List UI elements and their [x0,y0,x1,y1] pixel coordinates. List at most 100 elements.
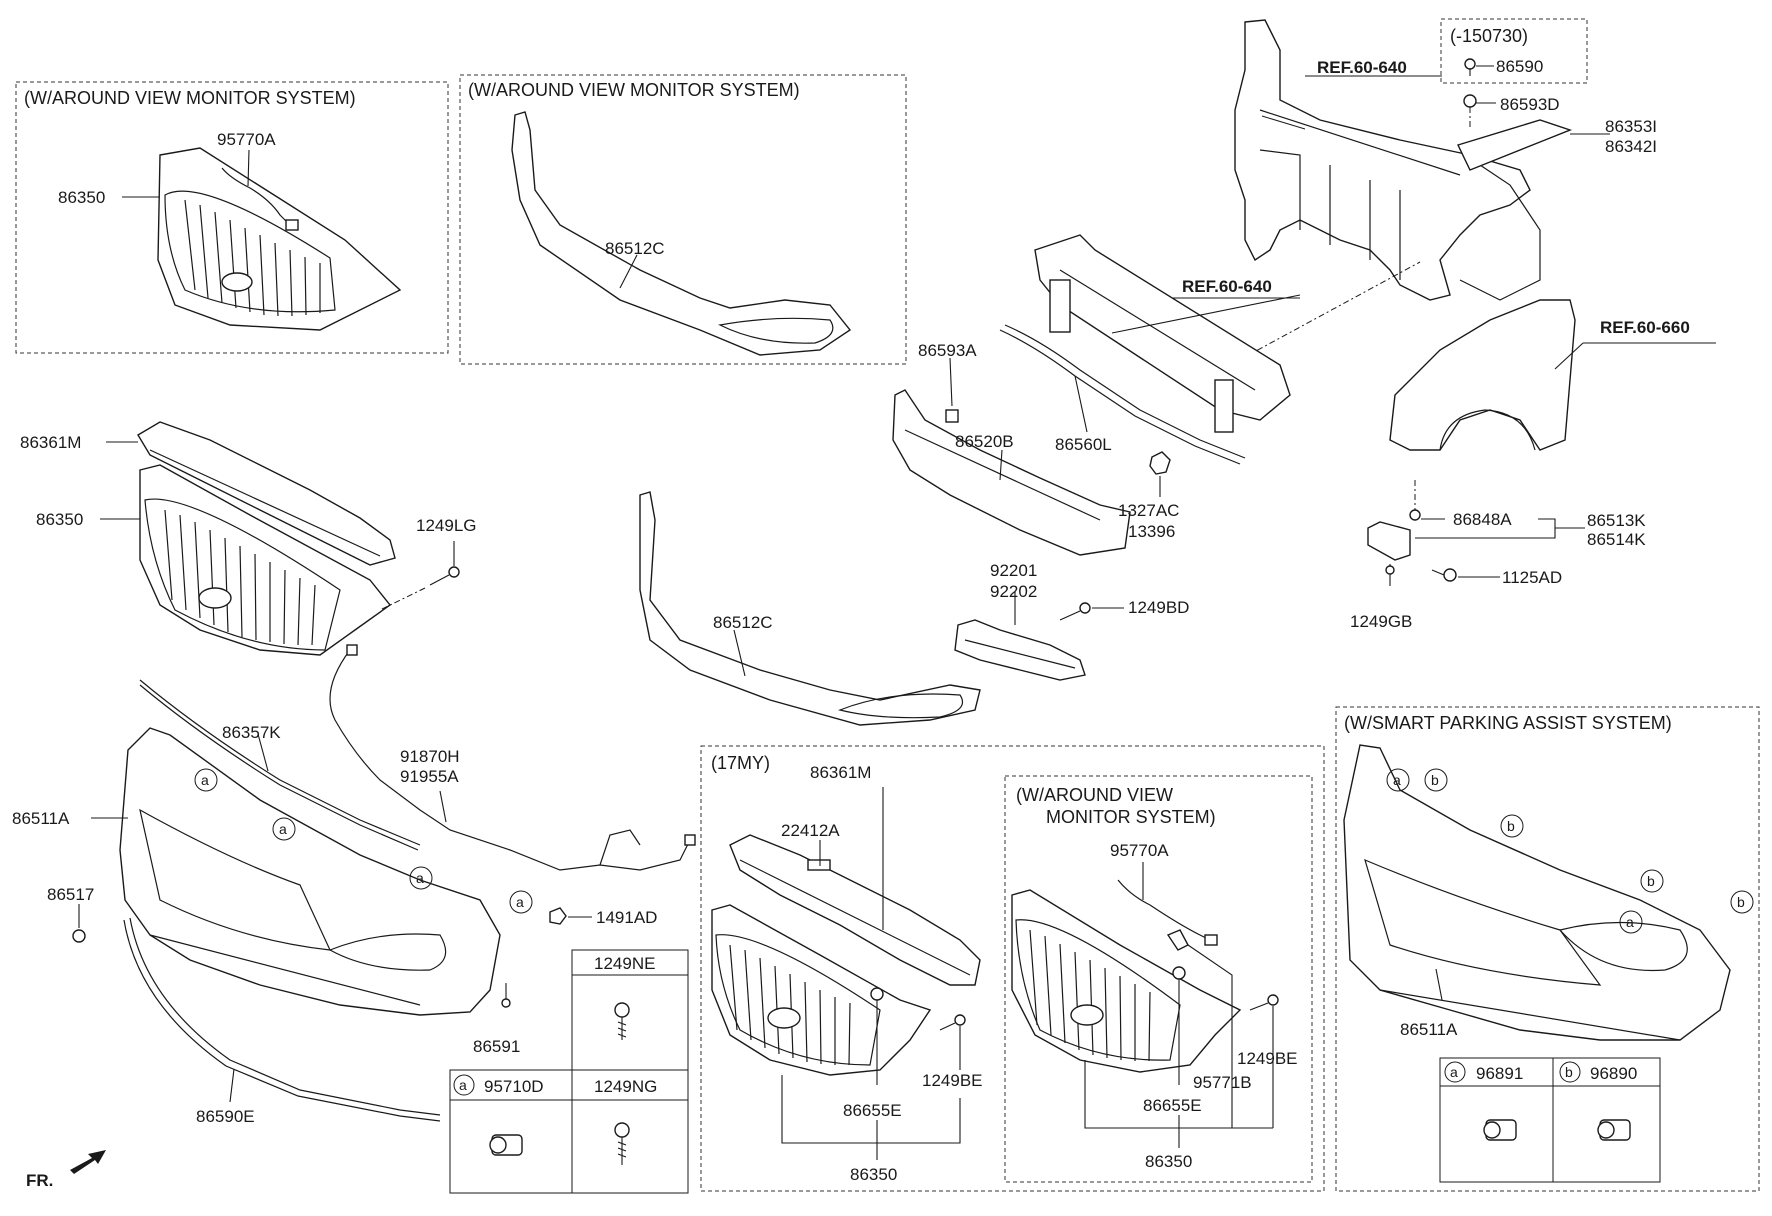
label-86514K: 86514K [1587,530,1646,549]
label-95770A-bottom: 95770A [1110,841,1169,860]
label-86350-17my: 86350 [850,1165,897,1184]
circle-a-marks-left: a a a a [194,768,533,914]
ref-60-640-top: REF.60-640 [1317,58,1407,77]
radiator-support [1234,19,1541,301]
screw-1249BE-17my [939,1014,966,1031]
label-91955A: 91955A [400,767,459,786]
fastener-table [449,949,689,1194]
clip-1491AD [549,907,567,925]
sensor-96891-icon [1483,1119,1517,1141]
bolt-1249GB [1385,564,1395,586]
ref-60-660: REF.60-660 [1600,318,1690,337]
label-1249GB: 1249GB [1350,612,1412,631]
sensor-96890-icon [1597,1119,1631,1141]
label-86513K: 86513K [1587,511,1646,530]
bumper-cover-86511A-spas [1343,744,1731,1041]
label-92202: 92202 [990,582,1037,601]
mark-a-sensor-table-label: a [1450,1064,1458,1080]
ref-60-640-mid: REF.60-640 [1182,277,1272,296]
mark-a-1: a [201,772,209,788]
version-bolt-box-title: (-150730) [1450,26,1528,46]
label-1327AC: 1327AC [1118,501,1179,520]
label-86512C-mid: 86512C [713,613,773,632]
my17-box [700,745,1325,1192]
avm-bumper-box-top [459,74,907,365]
avm-grille-box-top-title: (W/AROUND VIEW MONITOR SYSTEM) [24,88,356,108]
screw-1249NG-icon [614,1122,630,1165]
mark-b-spas-4: b [1737,894,1745,910]
cap-86517 [72,929,86,943]
mark-a-spas-2: a [1626,914,1634,930]
grille-86350-left [139,464,392,656]
fog-lamp-92201 [954,619,1086,681]
version-bolt-box [1440,18,1588,84]
bolt-1125AD [1431,568,1457,582]
emblem-86655E-avm [1172,966,1186,980]
bumper-lower-avm-top [511,111,852,356]
bumper-beam [1034,234,1291,433]
label-86361M-17my: 86361M [810,763,871,782]
label-92201: 92201 [990,561,1037,580]
fr-arrow-icon [70,1150,106,1174]
label-86342I: 86342I [1605,137,1657,156]
label-86350-avm: 86350 [1145,1152,1192,1171]
grille-cover-86361M-17my [729,834,981,986]
grille-avm-top [157,147,402,331]
label-1491AD: 1491AD [596,908,657,927]
mark-b-sensor-table-label: b [1565,1064,1573,1080]
label-86591: 86591 [473,1037,520,1056]
label-86655E-avm: 86655E [1143,1096,1202,1115]
label-1249BD: 1249BD [1128,598,1189,617]
lip-86590E [123,917,441,1122]
absorber-strip-86560L [999,324,1246,465]
mark-a-2: a [279,821,287,837]
label-95770A-top: 95770A [217,130,276,149]
sensor-95710D-icon [489,1134,523,1156]
emblem-86655E-17my [870,987,884,1001]
mark-a-spas-1: a [1393,772,1401,788]
mark-a-table-label: a [459,1077,467,1093]
mark-a-3: a [416,870,424,886]
mark-b-spas-2: b [1507,818,1515,834]
nut-1327AC [1149,451,1171,475]
label-86593D: 86593D [1500,95,1560,114]
label-86350-left: 86350 [36,510,83,529]
label-86361M-left: 86361M [20,433,81,452]
avm-grille-box-bottom-title-1: (W/AROUND VIEW [1016,785,1173,805]
label-86655E-17my: 86655E [843,1101,902,1120]
spas-box [1335,706,1760,1192]
label-86357K: 86357K [222,723,281,742]
table-header-96890: 96890 [1590,1064,1637,1083]
mark-a-4: a [516,894,524,910]
label-91870H: 91870H [400,747,460,766]
label-1249BE-avm: 1249BE [1237,1049,1298,1068]
bracket-86513K [1367,521,1411,561]
screw-86591 [501,983,511,1008]
clip-86848A [1409,509,1421,521]
label-86353I: 86353I [1605,117,1657,136]
label-86590: 86590 [1496,57,1543,76]
fr-direction-label: FR. [26,1171,53,1190]
screw-1249NE-icon [614,1002,630,1040]
mark-a-sensor-table [1444,1061,1466,1083]
fender [1389,299,1576,451]
mark-a-table [453,1074,475,1096]
bracket-86353I [1457,119,1573,171]
label-86520B: 86520B [955,432,1014,451]
bumper-cover-86511A-left [119,727,501,1016]
table-header-95710D: 95710D [484,1077,544,1096]
wiring-91870H [329,644,696,871]
screw-1249BD [1059,602,1091,621]
label-86560L: 86560L [1055,435,1112,454]
label-86511A-spas: 86511A [1400,1020,1458,1039]
wiring-95770A-top [221,167,299,231]
label-86512C-top: 86512C [605,239,665,258]
grille-86350-17my [711,904,932,1076]
wiring-95770A-bottom [1117,879,1218,946]
label-86848A: 86848A [1453,510,1512,529]
screw-1249LG [429,566,460,586]
energy-absorber-86520B [892,389,1131,556]
grille-86350-avm [1011,889,1242,1073]
avm-grille-box-top [15,81,449,354]
